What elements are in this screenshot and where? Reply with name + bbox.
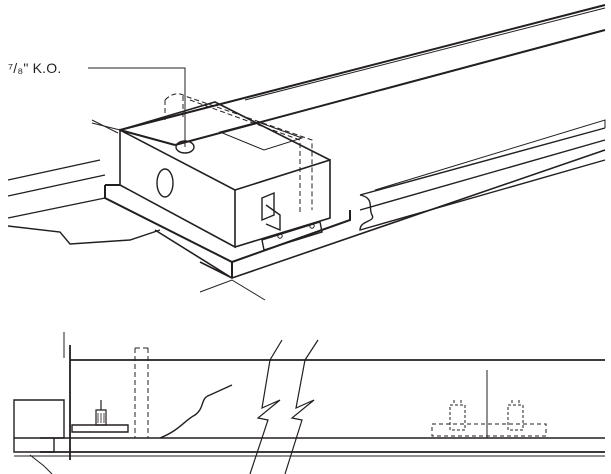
junction-box-top [119,101,331,161]
junction-box-front [119,128,236,249]
top-knockout [175,140,195,154]
knockout-leader-line [88,67,186,147]
isometric-view [7,4,606,301]
lamp-holder-lines [97,413,105,423]
lamp-holder-post [95,400,107,426]
hidden-support [134,347,149,438]
hidden-clip-rail [431,423,547,437]
dimension-tick-left [91,119,119,134]
label-plate [218,121,304,151]
section-break-edge [159,384,233,439]
break-line-right [284,339,319,474]
tee-rail-right [359,127,606,231]
hidden-channel [164,93,313,215]
junction-box-side [234,158,331,248]
base-flange-outer [154,149,606,279]
tee-rail-left [7,159,161,245]
bracket-screw-1 [277,233,283,239]
side-knockout [156,168,174,198]
end-arrow [29,454,53,474]
bracket-strap [261,221,323,251]
end-bracket [13,399,65,439]
dimension-tick-bottom [199,279,266,301]
mounting-bracket [261,191,281,232]
break-line-left [249,339,283,474]
fixture-top-edge-back [244,7,606,101]
hidden-clip-1 [449,400,466,431]
rail-ledge [374,119,606,191]
lamp-holder [71,424,129,433]
end-bracket-foot [13,438,55,453]
base-flange [104,184,351,278]
section-view [13,332,605,474]
hidden-clip-2 [507,400,524,431]
fixture-top-face [119,4,606,146]
knockout-callout-label: ⁷/₈" K.O. [8,60,62,76]
bracket-screw-2 [309,223,315,229]
